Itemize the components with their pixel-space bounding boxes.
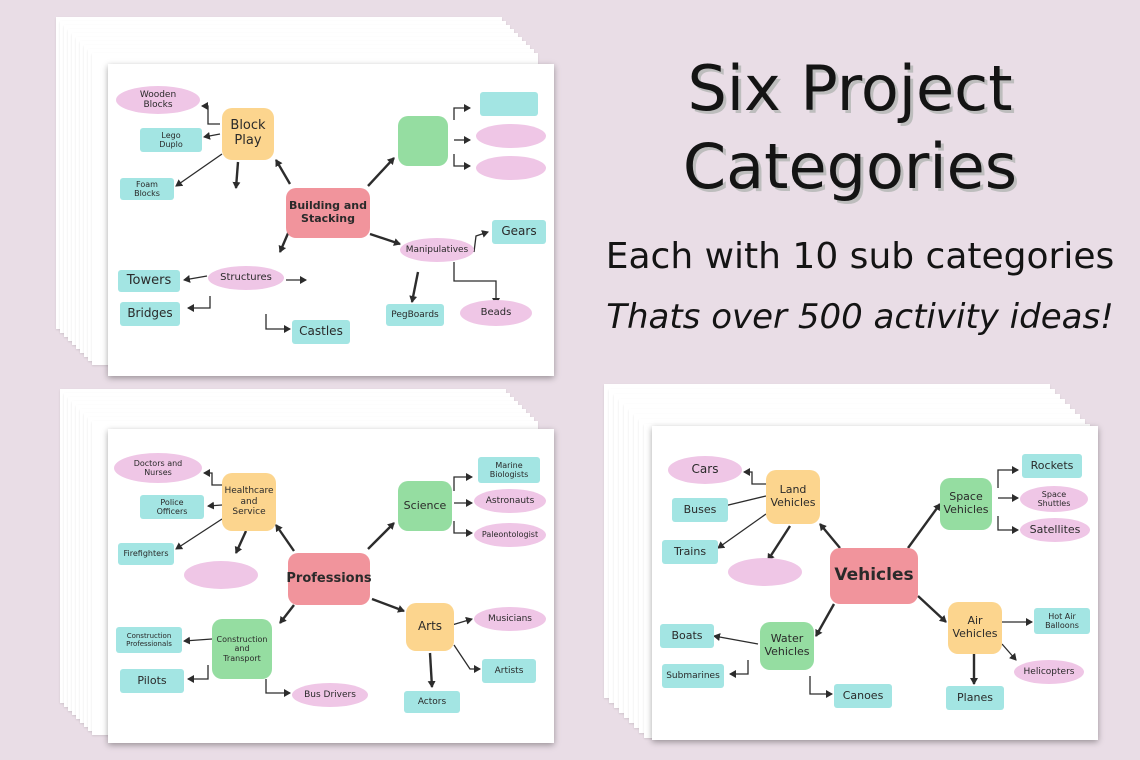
leaf-node: Paleontologist: [474, 523, 546, 547]
leaf-node: Planes: [946, 686, 1004, 710]
leaf-node: [184, 561, 258, 589]
page-title: Six Project Categories: [600, 50, 1100, 205]
branch-node: Construction and Transport: [212, 619, 272, 679]
leaf-node: Pilots: [120, 669, 184, 693]
leaf-node: Rockets: [1022, 454, 1082, 478]
branch-node: Land Vehicles: [766, 470, 820, 524]
leaf-node: Bus Drivers: [292, 683, 368, 707]
leaf-node: Construction Professionals: [116, 627, 182, 653]
leaf-node: Boats: [660, 624, 714, 648]
center-node: Professions: [286, 553, 372, 605]
leaf-node: Actors: [404, 691, 460, 713]
tagline: Thats over 500 activity ideas!: [606, 297, 1114, 337]
leaf-node: [476, 124, 546, 148]
leaf-node: Space Shuttles: [1020, 486, 1088, 512]
leaf-node: Helicopters: [1014, 660, 1084, 684]
leaf-node: Artists: [482, 659, 536, 683]
leaf-node: [728, 558, 802, 586]
leaf-node: [476, 156, 546, 180]
leaf-node: Towers: [118, 270, 180, 292]
center-node: Vehicles: [830, 548, 918, 604]
leaf-node: Cars: [668, 456, 742, 484]
leaf-node: Police Officers: [140, 495, 204, 519]
leaf-node: Wooden Blocks: [116, 86, 200, 114]
leaf-node: PegBoards: [386, 304, 444, 326]
branch-node: Arts: [406, 603, 454, 651]
leaf-node: Lego Duplo: [140, 128, 202, 152]
leaf-node: Marine Biologists: [478, 457, 540, 483]
leaf-node: Buses: [672, 498, 728, 522]
leaf-node: Musicians: [474, 607, 546, 631]
branch-node: Science: [398, 481, 452, 531]
leaf-node: Trains: [662, 540, 718, 564]
leaf-node: Bridges: [120, 302, 180, 326]
leaf-node: Beads: [460, 300, 532, 326]
title-line-1: Six Project: [687, 52, 1013, 125]
leaf-node: Hot Air Balloons: [1034, 608, 1090, 634]
mind-map-professions: Professions Healthcare and Service Scien…: [108, 429, 554, 743]
leaf-node: Submarines: [662, 664, 724, 688]
leaf-node: Satellites: [1020, 518, 1090, 542]
title-line-2: Categories: [682, 129, 1018, 203]
center-node: Building and Stacking: [286, 188, 370, 238]
mind-map-vehicles: Vehicles Land Vehicles Space Vehicles Wa…: [652, 426, 1098, 740]
branch-node: Water Vehicles: [760, 622, 814, 670]
leaf-node: Astronauts: [474, 489, 546, 513]
branch-node: Air Vehicles: [948, 602, 1002, 654]
subtitle: Each with 10 sub categories: [605, 236, 1115, 277]
leaf-node: Firefighters: [118, 543, 174, 565]
leaf-node: Foam Blocks: [120, 178, 174, 200]
branch-node: [398, 116, 448, 166]
leaf-node: Canoes: [834, 684, 892, 708]
leaf-node: [480, 92, 538, 116]
branch-node: Manipulatives: [400, 238, 474, 262]
branch-node: Space Vehicles: [940, 478, 992, 530]
leaf-node: Castles: [292, 320, 350, 344]
leaf-node: Gears: [492, 220, 546, 244]
mind-map-building-and-stacking: Building and Stacking Block Play Structu…: [108, 64, 554, 376]
branch-node: Structures: [208, 266, 284, 290]
branch-node: Block Play: [222, 108, 274, 160]
branch-node: Healthcare and Service: [222, 473, 276, 531]
leaf-node: Doctors and Nurses: [114, 453, 202, 483]
